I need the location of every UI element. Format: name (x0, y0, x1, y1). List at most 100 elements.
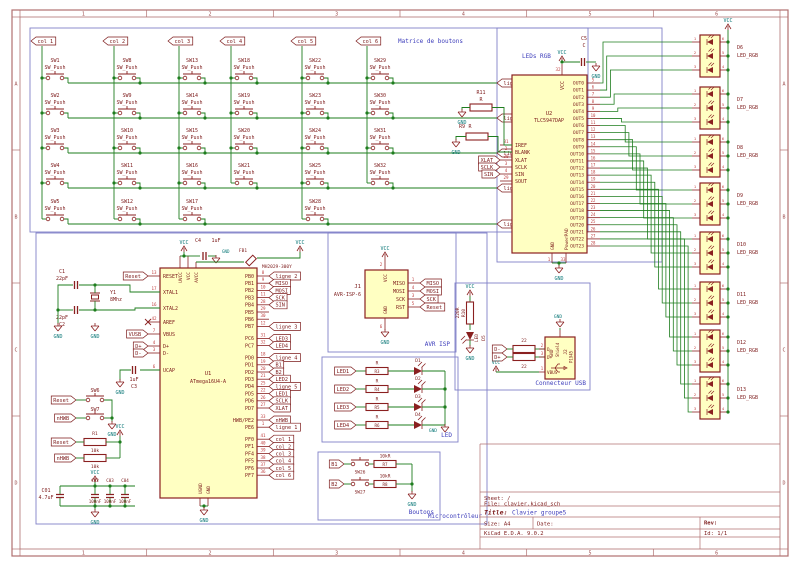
ref-sw6[interactable]: SW6 (90, 388, 99, 394)
hier-label-reset[interactable] (50, 437, 77, 447)
gnd-power-icon[interactable] (53, 323, 63, 332)
ref-u2[interactable]: U2 (546, 111, 553, 117)
resistor[interactable] (465, 301, 475, 325)
vcc-power-icon[interactable] (381, 251, 389, 258)
switch-ref[interactable]: SW23 (309, 93, 321, 99)
capacitor[interactable] (121, 493, 129, 499)
hier-label-led3[interactable] (334, 402, 357, 412)
hier-label-miso[interactable] (268, 278, 291, 288)
hier-label-ligne5[interactable] (268, 382, 301, 391)
hier-label-led2[interactable] (334, 384, 357, 394)
switch-ref[interactable]: SW25 (309, 163, 321, 169)
ref-diode[interactable]: D1 (415, 358, 421, 364)
hier-label-led1[interactable] (268, 389, 291, 398)
hier-label-col[interactable] (355, 36, 382, 46)
hier-label-b2[interactable] (268, 367, 285, 377)
switch-ref[interactable]: SW13 (186, 58, 198, 64)
vcc-power-icon[interactable] (180, 245, 188, 252)
gnd-power-icon[interactable] (115, 379, 125, 388)
switch-ref[interactable]: SW32 (374, 163, 386, 169)
ref-res[interactable]: R5 (374, 405, 380, 410)
ic-atmega16u4[interactable] (159, 267, 258, 499)
hier-label-nhwb[interactable] (54, 413, 77, 423)
ref-sw7[interactable]: SW7 (90, 407, 99, 413)
switch-ref[interactable]: SW11 (121, 163, 133, 169)
hier-label-led1[interactable] (334, 366, 357, 376)
vcc-power-icon[interactable] (492, 365, 500, 372)
capacitor[interactable] (580, 58, 586, 66)
hier-label-vusb[interactable] (126, 329, 149, 339)
gnd-power-icon[interactable] (457, 109, 467, 118)
ref-j1[interactable]: J1 (354, 284, 361, 290)
hier-label-mosi[interactable] (419, 286, 442, 296)
connector-avr-isp[interactable] (364, 269, 409, 319)
hier-label-b2[interactable] (328, 479, 345, 489)
ref-r1[interactable]: R1 (92, 431, 98, 437)
hier-label-sin[interactable] (481, 169, 501, 179)
switch-ref[interactable]: SW24 (309, 128, 321, 134)
switch-ref[interactable]: SW9 (122, 93, 131, 99)
switch-ref[interactable]: SW15 (186, 128, 198, 134)
switch-ref[interactable]: SW28 (309, 199, 321, 205)
switch-ref[interactable]: SW10 (121, 128, 133, 134)
ref-led-rgb[interactable]: D13 (737, 387, 746, 393)
hier-label-miso[interactable] (419, 278, 442, 288)
hier-label-col3[interactable] (268, 449, 295, 458)
switch-ref[interactable]: SW29 (374, 58, 386, 64)
gnd-power-icon[interactable] (199, 507, 209, 516)
ref-c5[interactable]: C5 (581, 36, 587, 42)
ref-res[interactable]: R4 (374, 387, 380, 392)
hier-label-ligne2[interactable] (268, 271, 301, 281)
hier-label-mosi[interactable] (268, 286, 291, 295)
ic-tlc5947[interactable] (511, 74, 588, 254)
switch-ref[interactable]: SW14 (186, 93, 198, 99)
resistor[interactable] (83, 453, 107, 463)
hier-label-led4[interactable] (334, 420, 357, 430)
hier-label-col2[interactable] (268, 442, 295, 451)
ref-c02[interactable]: C02 (91, 478, 99, 483)
gnd-power-icon[interactable] (90, 509, 100, 518)
resistor[interactable] (465, 132, 489, 141)
ref-c2[interactable]: C2 (59, 322, 65, 328)
led-diode-icon[interactable] (414, 421, 422, 429)
vcc-power-icon[interactable] (466, 289, 474, 296)
gnd-power-icon[interactable] (90, 323, 100, 332)
switch-ref[interactable]: SW4 (50, 163, 59, 169)
switch-ref[interactable]: SW31 (374, 128, 386, 134)
ref-fb1[interactable]: FB1 (239, 248, 247, 254)
ref-led-rgb[interactable]: D9 (737, 193, 743, 199)
switch-ref[interactable]: SW3 (50, 128, 59, 134)
hier-label-dminus[interactable] (491, 344, 508, 354)
gnd-power-icon[interactable] (555, 319, 565, 328)
switch-ref[interactable]: SW18 (238, 58, 250, 64)
hier-label-ligne1[interactable] (268, 422, 301, 432)
hier-label-led2[interactable] (268, 374, 291, 384)
ref-c3[interactable]: C3 (131, 384, 137, 390)
ref-c01[interactable]: C01 (41, 488, 50, 494)
led-diode-icon[interactable] (414, 367, 422, 375)
ref-sw[interactable]: SW26 (355, 470, 366, 476)
led-diode-icon[interactable] (466, 332, 474, 340)
ref-led-rgb[interactable]: D10 (737, 242, 746, 248)
capacitor[interactable] (56, 493, 64, 499)
hier-label-ligne3[interactable] (268, 322, 301, 331)
gnd-power-icon[interactable] (211, 255, 221, 264)
hier-label-col1[interactable] (268, 434, 295, 444)
ref-led-rgb[interactable]: D8 (737, 145, 743, 151)
gnd-power-icon[interactable] (591, 63, 601, 72)
hier-label-col5[interactable] (268, 463, 295, 473)
capacitor[interactable] (106, 493, 114, 499)
hier-label-nhwb[interactable] (54, 453, 77, 463)
ref-led-rgb[interactable]: D6 (737, 45, 743, 51)
gnd-power-icon[interactable] (554, 265, 564, 274)
hier-label-nhwb[interactable] (268, 415, 291, 425)
ref-u1[interactable]: U1 (205, 371, 212, 377)
vcc-power-icon[interactable] (296, 245, 304, 252)
gnd-power-icon[interactable] (107, 421, 117, 430)
hier-label-reset[interactable] (419, 302, 446, 312)
gnd-power-icon[interactable] (440, 424, 450, 433)
ref-r10[interactable]: R10 (461, 309, 467, 317)
switch-ref[interactable]: SW16 (186, 163, 198, 169)
gnd-power-icon[interactable] (465, 345, 475, 354)
